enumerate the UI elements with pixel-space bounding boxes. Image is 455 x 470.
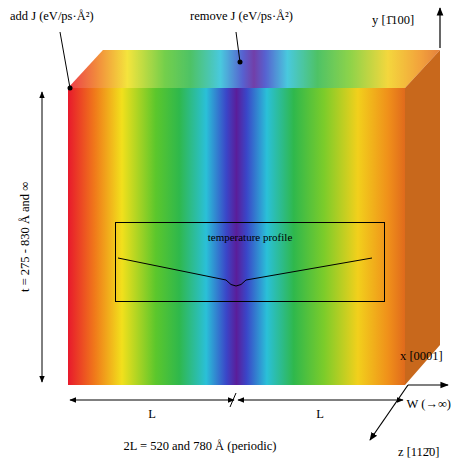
thickness-arrow [42, 92, 43, 382]
profile-curve [118, 258, 372, 286]
leader-line [60, 32, 70, 88]
leader-dot [68, 86, 73, 91]
dimension-label: x [0001] [400, 350, 443, 364]
length-arrow [238, 400, 403, 401]
box-title: temperature profile [116, 231, 384, 243]
dimension-label: W (→∞) [407, 398, 451, 412]
tick-mark [230, 393, 236, 407]
z-axis-arrow [370, 385, 408, 440]
dimension-label: add J (eV/ps·Å²) [10, 10, 94, 24]
leader-dot [238, 60, 243, 65]
length-arrow [70, 400, 234, 401]
dimension-label: L [148, 408, 156, 422]
dimension-label: y [1̄100] [372, 14, 414, 28]
dimension-label: 2L = 520 and 780 Å (periodic) [123, 440, 276, 454]
dimension-label: z [112̄0] [398, 446, 440, 460]
profile-box: temperature profile [115, 222, 385, 302]
top-face [68, 50, 440, 88]
thickness-label: t = 275 - 830 Å and ∞ [19, 182, 33, 292]
y-axis-arrow [439, 8, 440, 48]
front-face [68, 88, 405, 385]
dimension-label: L [316, 408, 324, 422]
side-face [405, 50, 440, 385]
dimension-label: remove J (eV/ps·Å²) [190, 10, 293, 24]
leader-line [236, 32, 240, 62]
x-axis-arrow [408, 384, 448, 385]
